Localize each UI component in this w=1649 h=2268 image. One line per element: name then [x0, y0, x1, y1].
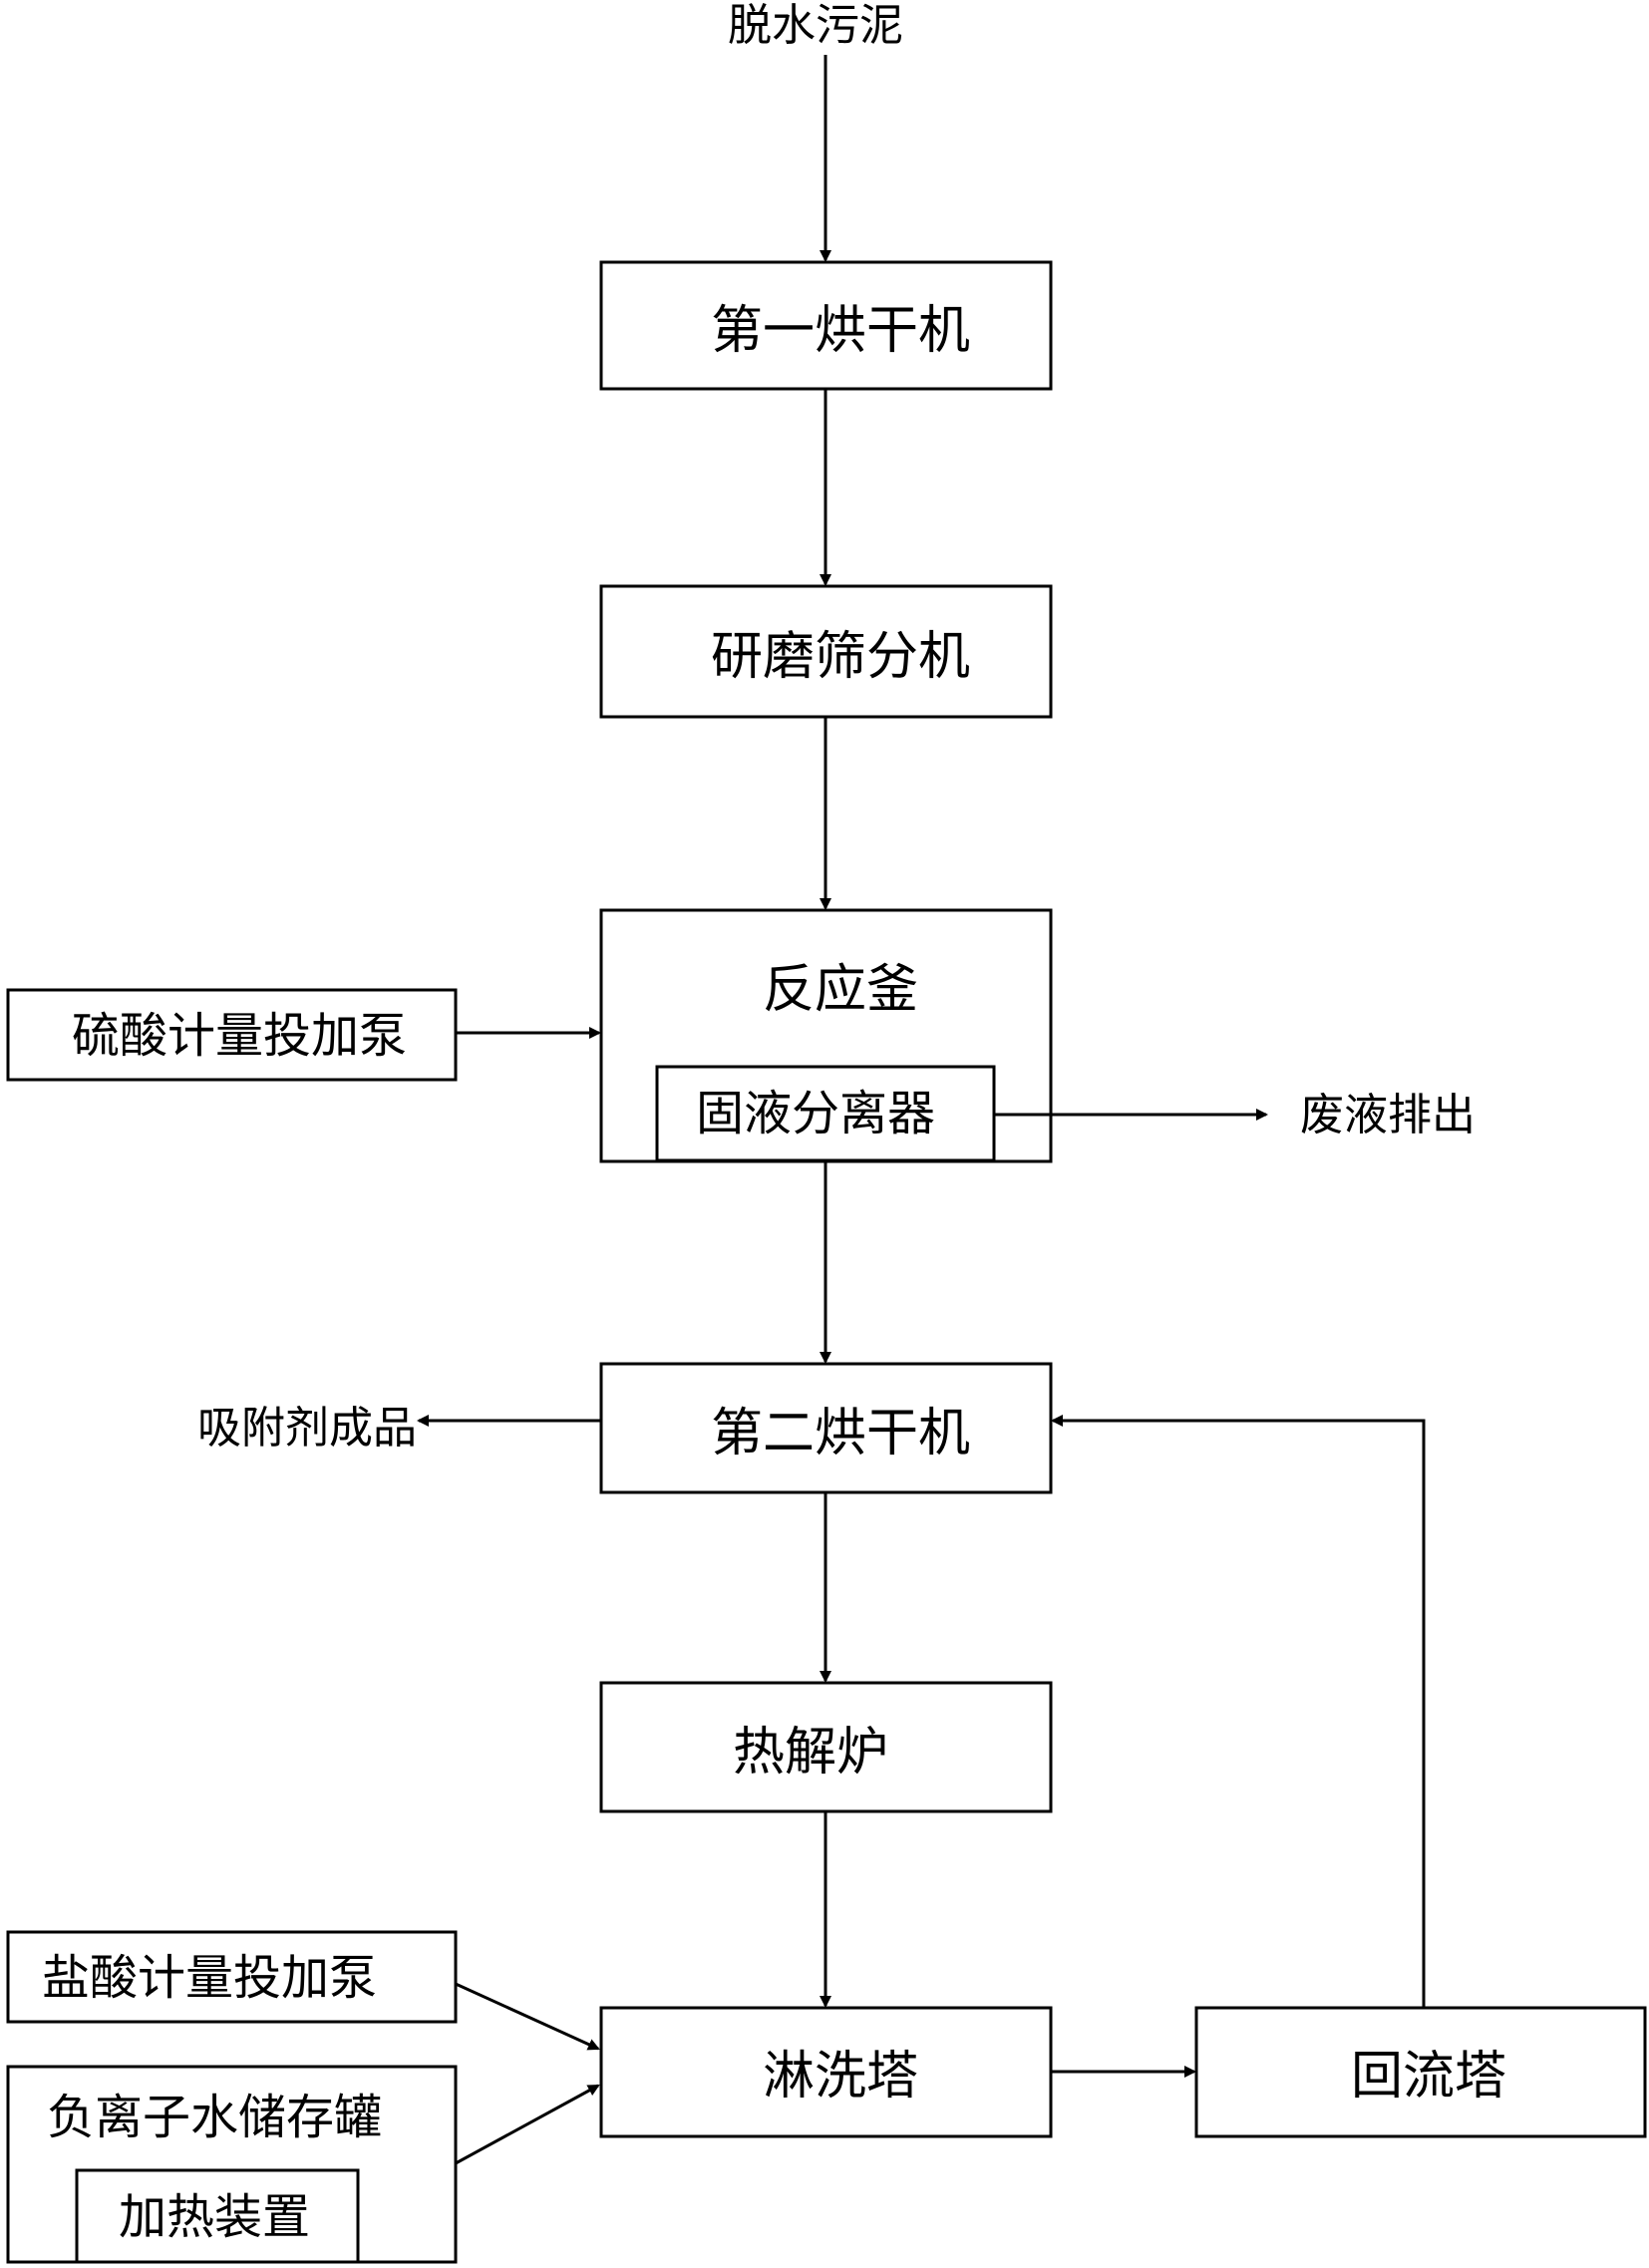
reflux-node: 回流塔	[1194, 2006, 1647, 2138]
grinder-node: 研磨筛分机	[599, 584, 1053, 719]
scrubber-node: 淋洗塔	[599, 2006, 1053, 2138]
separator-node: 固液分离器	[655, 1065, 996, 1162]
water-tank-label: 负离子水储存罐	[47, 2090, 382, 2145]
heater-node: 加热装置	[75, 2168, 360, 2264]
dryer1-node: 第一烘干机	[599, 260, 1053, 391]
scrubber-label: 淋洗塔	[763, 2047, 918, 2106]
pyrolysis-label: 热解炉	[733, 1723, 888, 1782]
dryer2-node: 第二烘干机	[599, 1362, 1053, 1494]
acid-pump-node: 硫酸计量投加泵	[6, 988, 458, 1082]
pyrolysis-node: 热解炉	[599, 1681, 1053, 1813]
arrow-water-tank-to-scrubber	[455, 2084, 600, 2165]
reactor-node: 反应釜 固液分离器	[599, 908, 1053, 1163]
acid-pump-label: 硫酸计量投加泵	[72, 1008, 407, 1064]
heater-label: 加热装置	[119, 2189, 310, 2245]
reflux-label: 回流塔	[1351, 2047, 1506, 2106]
dryer2-label: 第二烘干机	[711, 1404, 970, 1463]
arrow-reflux-to-dryer2	[1051, 1415, 1426, 2008]
waste-label: 废液排出	[1300, 1090, 1476, 1140]
arrow-hcl-pump-to-scrubber	[455, 1982, 600, 2051]
product-label: 吸附剂成品	[197, 1403, 417, 1454]
dryer1-label: 第一烘干机	[711, 301, 970, 361]
hcl-pump-node: 盐酸计量投加泵	[6, 1930, 458, 2024]
water-tank-node: 负离子水储存罐 加热装置	[6, 2065, 458, 2264]
hcl-pump-label: 盐酸计量投加泵	[42, 1950, 377, 2006]
input-label: 脱水污泥	[728, 0, 903, 51]
grinder-label: 研磨筛分机	[711, 627, 970, 687]
reactor-label: 反应釜	[763, 960, 918, 1020]
separator-label: 固液分离器	[696, 1086, 935, 1141]
